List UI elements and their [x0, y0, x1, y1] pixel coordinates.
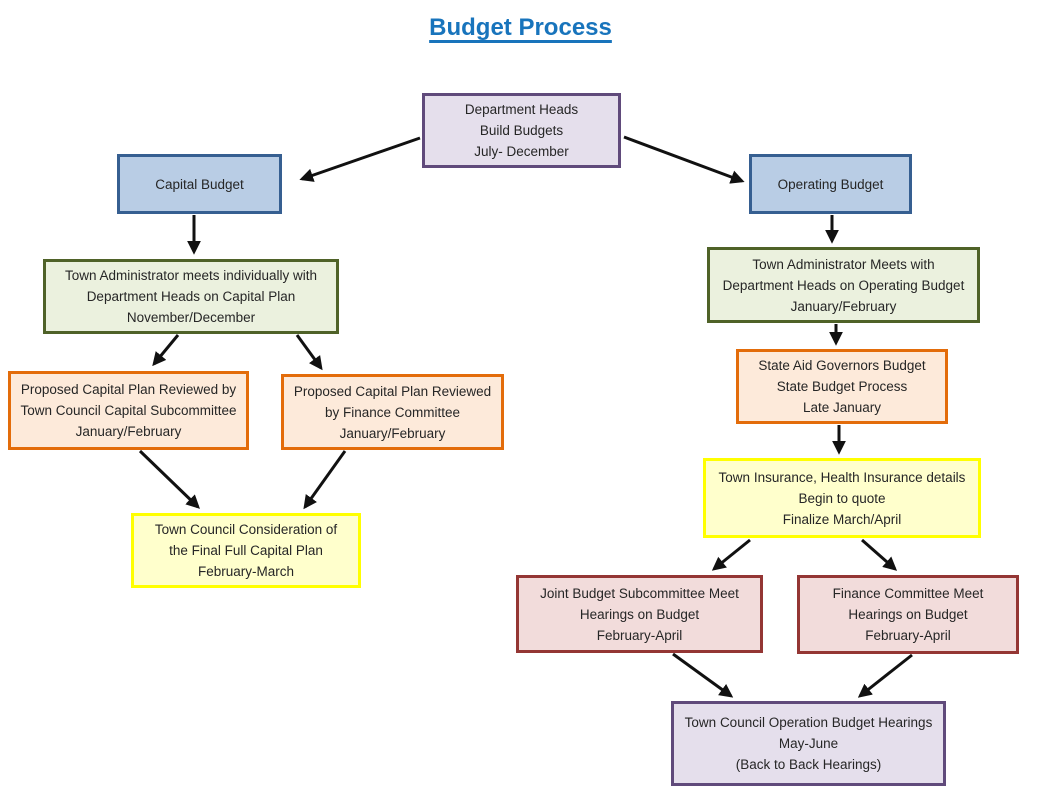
- node-state-aid: State Aid Governors Budget State Budget …: [736, 349, 948, 424]
- node-finance-committee-hearings: Finance Committee Meet Hearings on Budge…: [797, 575, 1019, 654]
- node-line: January/February: [339, 425, 446, 441]
- node-line: Town Insurance, Health Insurance details: [718, 469, 966, 485]
- node-town-administrator-capital: Town Administrator meets individually wi…: [43, 259, 339, 334]
- node-line: Hearings on Budget: [579, 606, 700, 622]
- arrow-town-administrator-capital-to-capital-subcommittee-review: [152, 334, 180, 367]
- node-line: Town Administrator Meets with: [752, 256, 935, 272]
- arrow-town-administrator-capital-to-finance-committee-review: [295, 334, 323, 371]
- node-line: Late January: [802, 400, 882, 415]
- node-line: Town Council Capital Subcommittee: [20, 403, 237, 418]
- page-title-wrap: Budget Process: [0, 14, 1041, 42]
- arrow-capital-subcommittee-review-to-council-capital-consideration: [138, 449, 200, 509]
- node-line: Hearings on Budget: [848, 607, 968, 622]
- node-line: the Final Full Capital Plan: [169, 543, 323, 558]
- page-title: Budget Process: [429, 14, 612, 41]
- node-line: Finalize March/April: [782, 511, 902, 527]
- node-council-capital-consideration: Town Council Consideration of the Final …: [131, 513, 361, 588]
- node-line: Department Heads on Operating Budget: [722, 277, 965, 293]
- node-line: February-March: [197, 564, 295, 579]
- node-line: Operating Budget: [777, 176, 884, 192]
- arrow-department-heads-to-capital-budget: [299, 136, 421, 182]
- node-department-heads: Department Heads Build Budgets July- Dec…: [422, 93, 621, 168]
- node-line: Department Heads on Capital Plan: [86, 289, 296, 304]
- node-council-operating-hearings: Town Council Operation Budget Hearings M…: [671, 701, 946, 786]
- node-operating-budget: Operating Budget: [749, 154, 912, 214]
- node-line: Town Administrator meets individually wi…: [64, 268, 318, 283]
- node-line: January/February: [790, 298, 897, 314]
- node-line: Build Budgets: [479, 123, 564, 138]
- node-line: Town Council Operation Budget Hearings: [684, 715, 933, 730]
- node-line: November/December: [126, 310, 256, 325]
- node-line: July- December: [474, 144, 569, 159]
- node-line: February-April: [865, 628, 951, 643]
- node-line: Proposed Capital Plan Reviewed: [293, 383, 492, 399]
- arrow-finance-committee-hearings-to-council-operating-hearings: [857, 653, 913, 698]
- node-line: (Back to Back Hearings): [735, 757, 882, 772]
- node-line: January/February: [75, 424, 182, 439]
- node-line: State Budget Process: [776, 379, 908, 394]
- node-line: by Finance Committee: [324, 404, 461, 420]
- node-line: May-June: [778, 736, 839, 751]
- node-joint-budget-subcommittee: Joint Budget Subcommittee Meet Hearings …: [516, 575, 763, 653]
- node-town-insurance: Town Insurance, Health Insurance details…: [703, 458, 981, 538]
- node-line: Department Heads: [464, 102, 579, 117]
- node-line: Capital Budget: [155, 176, 244, 192]
- node-line: Town Council Consideration of: [154, 522, 338, 537]
- node-line: State Aid Governors Budget: [758, 358, 926, 373]
- node-line: Begin to quote: [798, 490, 886, 506]
- node-line: February-April: [596, 627, 683, 643]
- node-capital-subcommittee-review: Proposed Capital Plan Reviewed by Town C…: [8, 371, 249, 450]
- arrow-finance-committee-review-to-council-capital-consideration: [303, 450, 347, 510]
- node-town-administrator-operating: Town Administrator Meets with Department…: [707, 247, 980, 323]
- node-capital-budget: Capital Budget: [117, 154, 282, 214]
- arrow-joint-budget-subcommittee-to-council-operating-hearings: [672, 652, 734, 698]
- node-line: Proposed Capital Plan Reviewed by: [20, 382, 237, 397]
- arrow-town-insurance-to-finance-committee-hearings: [861, 538, 898, 571]
- node-line: Finance Committee Meet: [832, 586, 984, 601]
- arrow-department-heads-to-operating-budget: [623, 135, 745, 184]
- node-line: Joint Budget Subcommittee Meet: [540, 585, 739, 601]
- arrow-town-insurance-to-joint-budget-subcommittee: [711, 538, 751, 571]
- node-finance-committee-review: Proposed Capital Plan Reviewed by Financ…: [281, 374, 504, 450]
